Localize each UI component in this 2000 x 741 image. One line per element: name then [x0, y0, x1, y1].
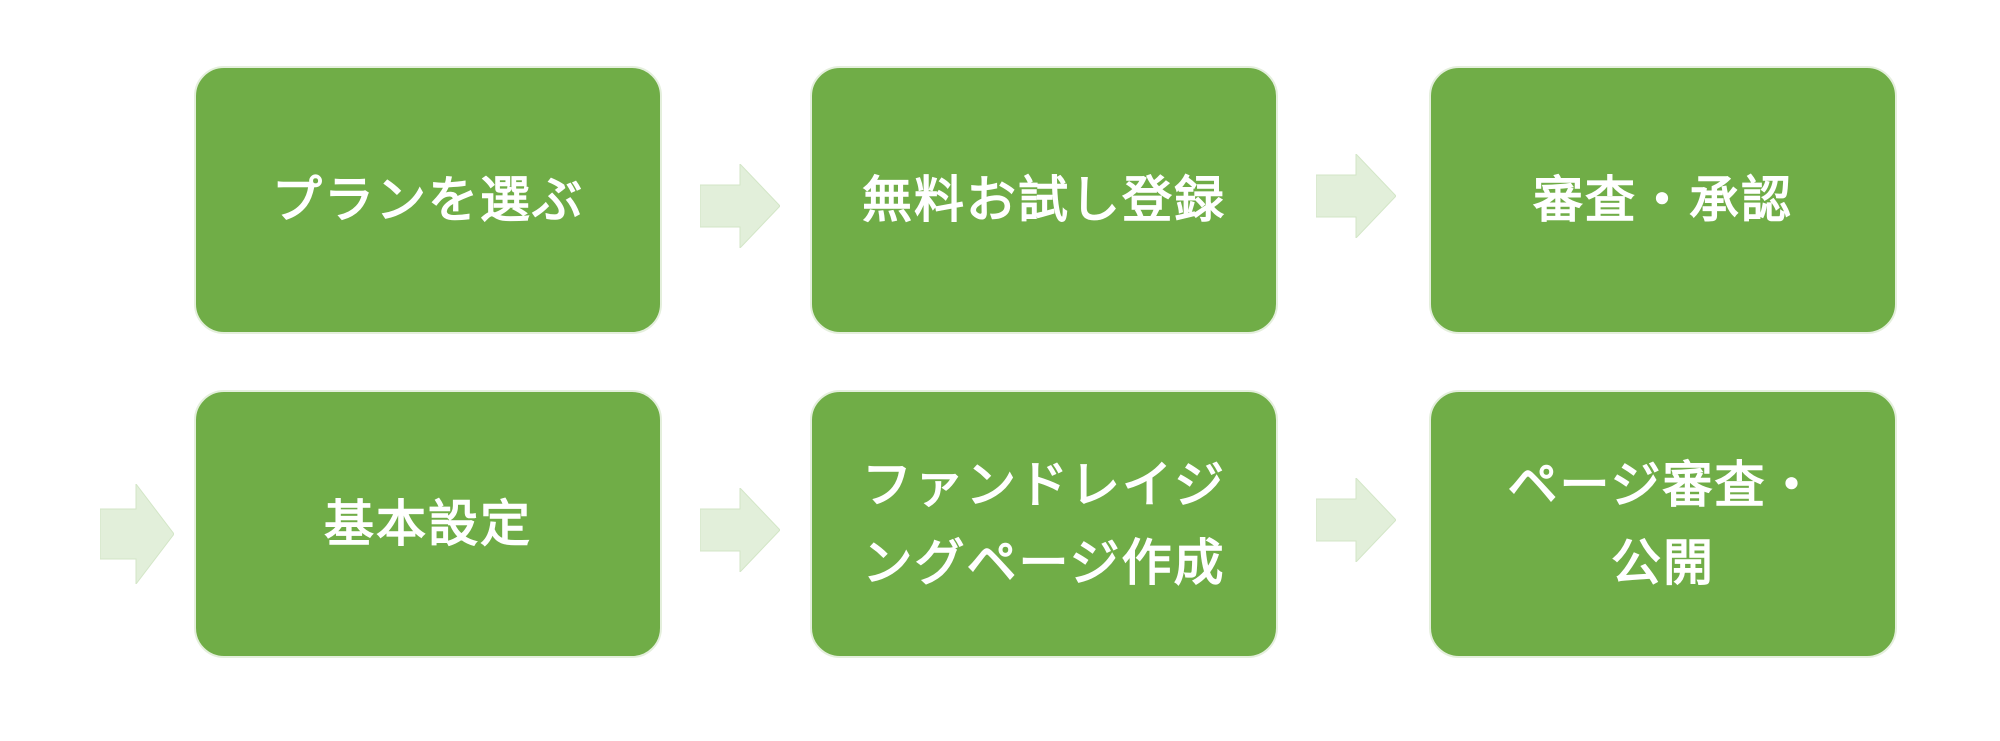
step-label: ファンドレイジ ングページ作成 [862, 456, 1226, 592]
step-box-fundraising-page-creation: ファンドレイジ ングページ作成 [810, 390, 1278, 658]
step-label: ページ審査・ 公開 [1507, 456, 1819, 592]
right-arrow-icon [1316, 478, 1396, 562]
right-arrow-icon [1316, 154, 1396, 238]
step-label: 審査・承認 [1533, 171, 1793, 229]
right-arrow-icon [700, 488, 780, 572]
step-label: 基本設定 [324, 495, 532, 553]
step-box-choose-plan: プランを選ぶ [194, 66, 662, 334]
right-arrow-icon [700, 164, 780, 248]
step-label: 無料お試し登録 [862, 171, 1226, 229]
step-box-free-trial-registration: 無料お試し登録 [810, 66, 1278, 334]
right-arrow-icon [100, 484, 174, 584]
step-box-page-review-publish: ページ審査・ 公開 [1429, 390, 1897, 658]
step-label: プランを選ぶ [272, 171, 584, 229]
step-box-basic-settings: 基本設定 [194, 390, 662, 658]
step-box-review-approval: 審査・承認 [1429, 66, 1897, 334]
